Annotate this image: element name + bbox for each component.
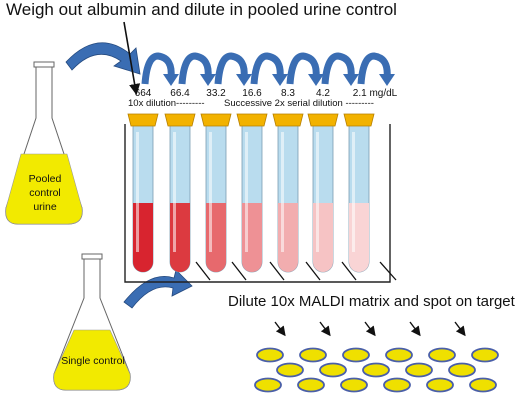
concentration-label: 664 (134, 88, 152, 99)
maldi-spot-icon (469, 377, 497, 393)
single-flask-label: Single control (61, 355, 125, 367)
transfer-line (305, 261, 321, 281)
maldi-spot-icon (319, 362, 347, 378)
pooled-flask-label-line: urine (33, 201, 57, 213)
test-tube-icon (307, 113, 339, 273)
concentration-label: 2.1 mg/dL (352, 88, 398, 99)
curved-arrow-icon (357, 52, 391, 85)
curved-arrow-head-icon (308, 74, 324, 86)
pooled-flask-label: Pooled control urine (20, 172, 70, 214)
maldi-spot-icon (342, 347, 370, 363)
curved-arrow-head-icon (163, 74, 179, 86)
maldi-spot-icon (362, 362, 390, 378)
maldi-target-spots (254, 347, 499, 393)
curved-arrow-head-icon (200, 74, 216, 86)
title-pointer (123, 21, 141, 96)
curved-arrow-head-icon (343, 74, 359, 86)
curved-arrow-head-icon (236, 74, 252, 86)
maldi-spot-icon (383, 377, 411, 393)
pooled-flask-icon (5, 61, 83, 225)
down-arrow-icon (364, 321, 376, 337)
dilution-serial-label: Successive 2x serial dilution --------- (224, 98, 374, 109)
step2-caption: Dilute 10x MALDI matrix and spot on targ… (228, 293, 515, 310)
dilution-10x-label: 10x dilution--------- (128, 98, 205, 109)
concentration-label: 8.3 (281, 88, 295, 99)
transfer-lines (195, 261, 397, 281)
maldi-spot-icon (276, 362, 304, 378)
diagram: Weigh out albumin and dilute in pooled u… (5, 0, 515, 393)
concentration-label: 33.2 (206, 88, 226, 99)
curved-arrow-head-icon (379, 74, 395, 86)
test-tubes (127, 113, 375, 273)
pooled-flask-label-line: Pooled (28, 173, 62, 185)
concentration-label: 4.2 (316, 88, 330, 99)
diagram-canvas (5, 21, 499, 393)
title: Weigh out albumin and dilute in pooled u… (6, 0, 397, 19)
down-arrow-icon (319, 321, 331, 337)
test-tube-icon (127, 113, 159, 273)
maldi-spot-icon (448, 362, 476, 378)
concentration-label: 66.4 (170, 88, 190, 99)
tube-rack (124, 124, 391, 283)
maldi-spot-icon (471, 347, 499, 363)
curved-arrow-icon (141, 52, 175, 85)
transfer-line (231, 261, 247, 281)
down-arrows (274, 321, 466, 337)
down-arrow-icon (274, 321, 286, 337)
test-tube-icon (200, 113, 232, 273)
concentration-label: 16.6 (242, 88, 262, 99)
maldi-spot-icon (426, 377, 454, 393)
single-flask-icon (53, 253, 131, 391)
transfer-line (341, 261, 357, 281)
down-arrow-icon (454, 321, 466, 337)
test-tube-icon (236, 113, 268, 273)
down-arrow-icon (409, 321, 421, 337)
test-tube-icon (164, 113, 196, 273)
maldi-spot-icon (299, 347, 327, 363)
test-tube-icon (343, 113, 375, 273)
maldi-spot-icon (405, 362, 433, 378)
test-tube-icon (272, 113, 304, 273)
maldi-spot-icon (297, 377, 325, 393)
maldi-spot-icon (254, 377, 282, 393)
curved-arrow-icon (250, 52, 284, 85)
transfer-line (379, 261, 397, 281)
maldi-spot-icon (256, 347, 284, 363)
pooled-flask-label-line: control (29, 187, 61, 199)
serial-arrows (141, 52, 395, 86)
curved-arrow-icon (321, 52, 355, 85)
flask-to-tubes-arrow-icon (65, 42, 141, 75)
curved-arrow-icon (286, 52, 320, 85)
curved-arrow-head-icon (272, 74, 288, 86)
curved-arrow-icon (214, 52, 248, 85)
curved-arrow-icon (178, 52, 212, 85)
single-to-tubes-arrow-icon (123, 269, 193, 309)
maldi-spot-icon (385, 347, 413, 363)
transfer-line (195, 261, 211, 281)
maldi-spot-icon (428, 347, 456, 363)
maldi-spot-icon (340, 377, 368, 393)
transfer-line (269, 261, 285, 281)
